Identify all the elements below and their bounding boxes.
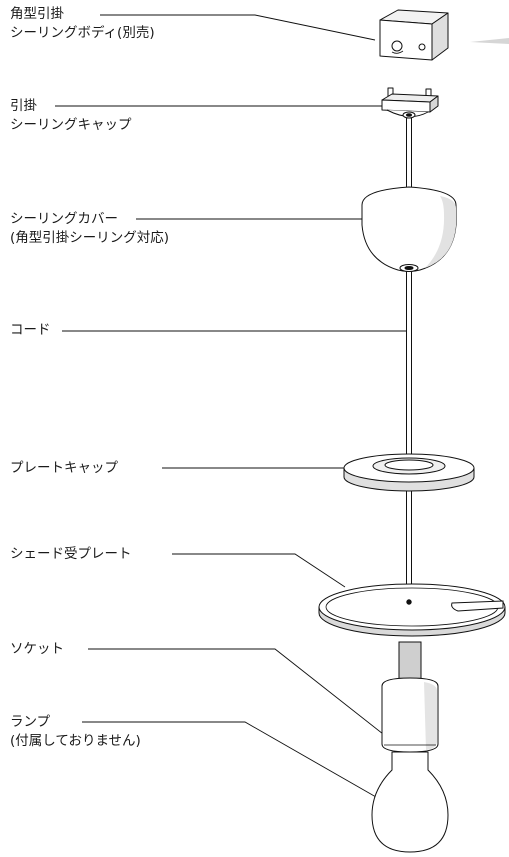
socket-neck [398,641,422,681]
label-ceiling-cover: シーリングカバー (角型引掛シーリング対応) [10,210,169,248]
label-ceiling-cover-line1: シーリングカバー [10,211,118,227]
ceiling-body [379,9,449,61]
ceiling-body-slot-left [391,40,403,52]
label-cord: コード [10,321,51,340]
ceiling-cap-prong-right [425,88,432,97]
socket-highlight [424,682,437,750]
label-ceiling-body: 角型引掛 シーリングボディ(別売) [10,5,155,43]
cord-segment-top [406,117,412,193]
cord-segment-middle [406,269,412,476]
plate-cap [343,453,475,492]
socket [381,641,439,753]
label-ceiling-cap: 引掛 シーリングキャップ [10,97,132,135]
ceiling-cap-grommet-inner [406,113,412,117]
label-ceiling-body-line1: 角型引掛 [10,6,64,22]
ceiling-cap-side [429,95,439,113]
label-ceiling-cap-line2: シーリングキャップ [10,117,132,133]
lamp [371,751,449,853]
reflection-mark [470,38,509,44]
ceiling-cover-hole-inner [404,266,414,270]
label-socket: ソケット [10,640,64,659]
ceiling-cover [361,186,457,272]
label-lamp: ランプ (付属しておりません) [10,713,141,751]
shade-plate [318,583,506,637]
ceiling-body-front [379,19,433,61]
ceiling-body-slot-arc [391,50,404,54]
label-ceiling-cap-line1: 引掛 [10,98,37,114]
label-plate-cap: プレートキャップ [10,459,118,478]
leader-lamp [82,721,377,798]
ceiling-body-side [431,12,449,61]
label-shade-plate: シェード受プレート [10,545,132,564]
shade-plate-center-hole [406,599,412,605]
label-lamp-line2: (付属しておりません) [10,733,141,749]
ceiling-cover-shadow [425,196,456,268]
label-shade-plate-line1: シェード受プレート [10,546,132,562]
socket-body [381,677,439,753]
leader-shade-plate [172,553,346,588]
label-ceiling-body-line2: シーリングボディ(別売) [10,25,155,41]
lamp-bulb [371,751,449,853]
leader-ceiling-body [100,14,376,41]
ceiling-body-slot-right [418,43,426,51]
leader-lines [55,14,407,798]
label-cord-line1: コード [10,322,51,338]
plate-cap-center [384,459,434,471]
label-ceiling-cover-line2: (角型引掛シーリング対応) [10,230,170,246]
label-plate-cap-line1: プレートキャップ [10,460,118,476]
shade-plate-top [318,583,506,631]
label-socket-line1: ソケット [10,641,64,657]
label-lamp-line1: ランプ [10,714,51,730]
shade-plate-slot [451,600,504,612]
ceiling-cap [381,87,439,119]
leader-socket [88,648,384,735]
